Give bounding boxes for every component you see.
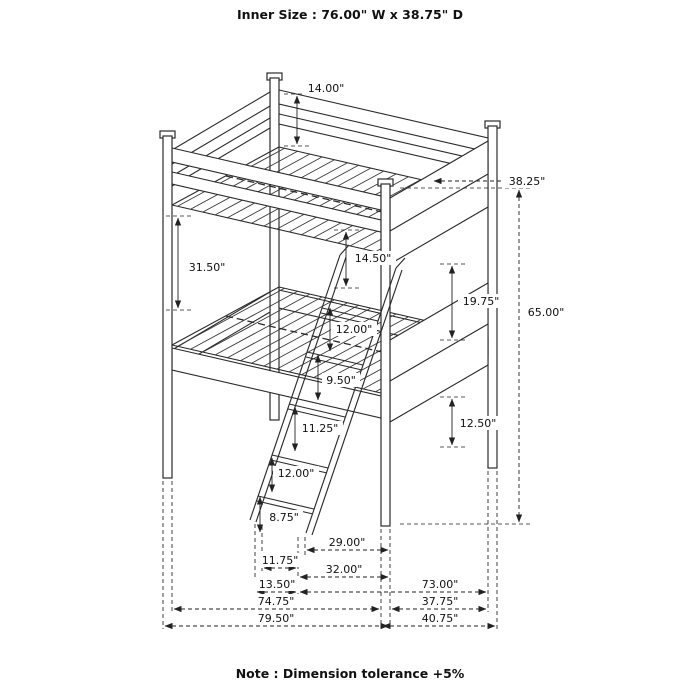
dim-rail-to-mattress: 14.50" [350,251,396,265]
dim-bunk-gap-right: 19.75" [458,294,504,308]
inner-size-title: Inner Size : 76.00" W x 38.75" D [237,7,463,22]
svg-text:79.50": 79.50" [258,612,295,625]
foot-panels [389,140,489,423]
dim-ladder-step-5: 8.75" [265,510,303,524]
dim-ladder-foot-width: 13.50" [254,577,300,591]
svg-text:38.25": 38.25" [509,175,546,188]
svg-text:40.75": 40.75" [422,612,459,625]
svg-text:8.75": 8.75" [269,511,299,524]
dim-ladder-foot-offset: 11.75" [257,553,303,567]
dim-overall-height: 65.00" [523,305,569,319]
dim-overall-length: 79.50" [253,611,299,625]
dimension-lines [164,95,523,630]
dim-ladder-step-3: 11.25" [297,421,343,435]
dim-under-bed-clearance: 12.50" [455,416,501,430]
bed-rails-front [171,147,382,419]
dim-slat-length: 73.00" [417,577,463,591]
svg-text:12.00": 12.00" [336,323,373,336]
dim-frame-length: 74.75" [253,594,299,608]
dimension-labels: 14.00" 38.25" 31.50" 14.50" 19.75" 65.00… [184,81,569,625]
svg-text:31.50": 31.50" [189,261,226,274]
dim-guardrail-height: 14.00" [303,81,349,95]
tolerance-note: Note : Dimension tolerance +5% [236,666,465,681]
svg-text:13.50": 13.50" [259,578,296,591]
dim-ladder-step-4: 12.00" [273,466,319,480]
svg-text:37.75": 37.75" [422,595,459,608]
svg-text:14.00": 14.00" [308,82,345,95]
svg-text:14.50": 14.50" [355,252,392,265]
svg-text:65.00": 65.00" [528,306,565,319]
extension-lines [162,93,530,629]
dim-ladder-span-top: 29.00" [324,535,370,549]
dim-bunk-clearance-left: 31.50" [184,260,230,274]
dim-ladder-step-2: 9.50" [322,373,360,387]
dim-upper-bunk-depth: 38.25" [504,174,550,188]
svg-text:12.50": 12.50" [460,417,497,430]
svg-text:11.25": 11.25" [302,422,339,435]
svg-text:11.75": 11.75" [262,554,299,567]
dim-overall-depth: 40.75" [417,611,463,625]
svg-text:19.75": 19.75" [463,295,500,308]
svg-text:32.00": 32.00" [326,563,363,576]
svg-text:73.00": 73.00" [422,578,459,591]
dim-frame-depth: 37.75" [417,594,463,608]
dim-ladder-span-floor: 32.00" [321,562,367,576]
svg-text:74.75": 74.75" [258,595,295,608]
front-posts [159,130,394,527]
svg-text:29.00": 29.00" [329,536,366,549]
svg-text:12.00": 12.00" [278,467,315,480]
dim-ladder-step-1: 12.00" [331,322,377,336]
svg-text:9.50": 9.50" [326,374,356,387]
